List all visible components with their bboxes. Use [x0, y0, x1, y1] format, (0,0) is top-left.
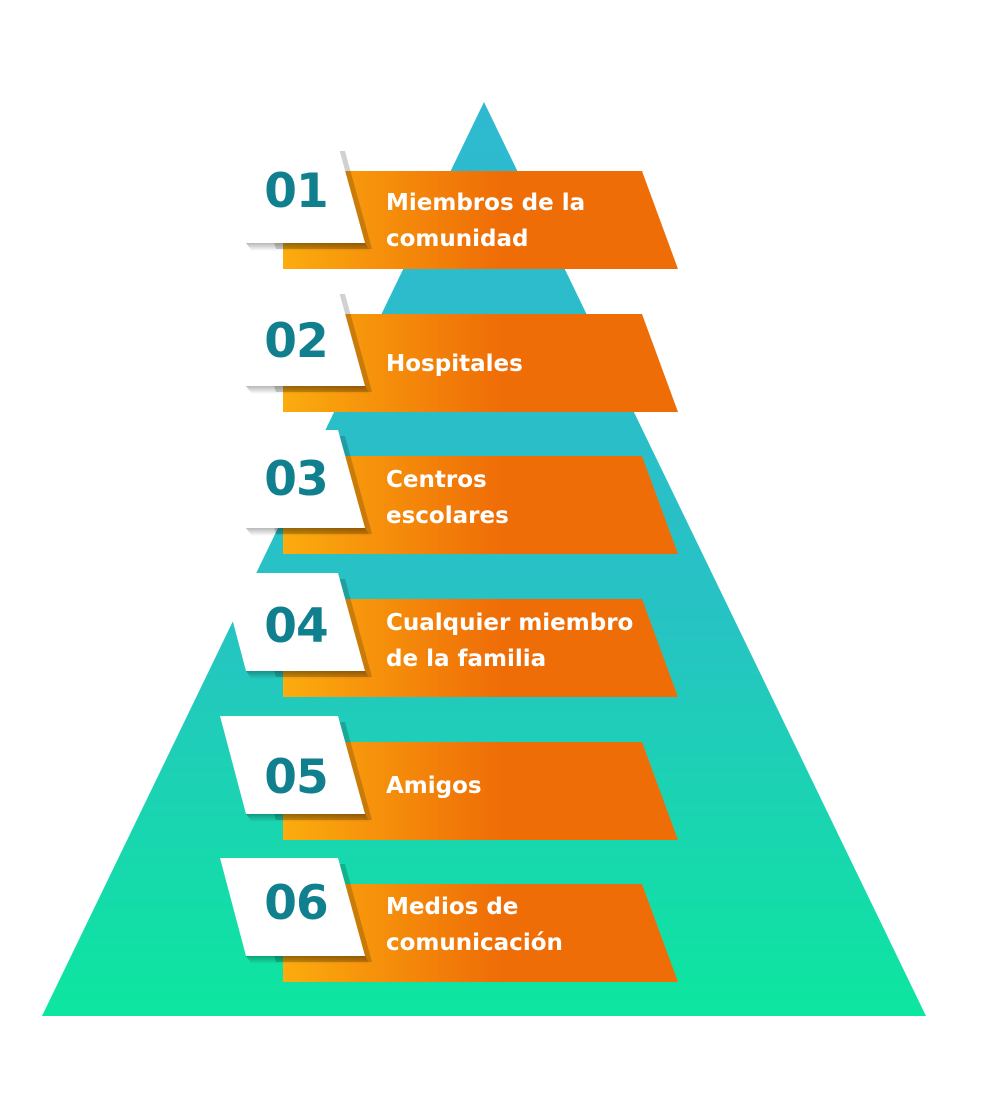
badge-fold-shadow [246, 956, 370, 964]
orange-bar [283, 599, 678, 697]
orange-bar [283, 742, 678, 840]
orange-bar [283, 314, 678, 412]
number-badge [220, 858, 365, 956]
level-number-5: 05 [264, 750, 328, 805]
level-label-4-line1: Cualquier miembro [386, 610, 634, 636]
badge-fold-shadow [246, 671, 370, 679]
level-label-4: Cualquier miembro de la familia [386, 605, 656, 677]
level-banner-3 [220, 430, 678, 554]
orange-bar [283, 171, 678, 269]
level-label-3: Centros escolares [386, 462, 656, 534]
level-banner-1 [220, 145, 678, 269]
level-label-2-line1: Hospitales [386, 351, 523, 377]
level-label-5: Amigos [386, 768, 656, 804]
number-badge [220, 145, 365, 243]
number-badge [220, 430, 365, 528]
level-row-1: 01 Miembros de la comunidad [0, 145, 981, 275]
level-label-1-line1: Miembros de la [386, 190, 586, 216]
level-row-5: 05 Amigos [0, 716, 981, 846]
level-label-3-line1: Centros [386, 467, 487, 493]
badge-fold-shadow [246, 386, 370, 394]
level-label-1-line2: comunidad [386, 226, 529, 252]
level-label-3-line2: escolares [386, 503, 509, 529]
level-banner-4 [220, 573, 678, 697]
level-row-4: 04 Cualquier miembro de la familia [0, 573, 981, 703]
level-number-2: 02 [264, 314, 328, 369]
badge-fold-shadow [246, 814, 370, 822]
level-label-6: Medios de comunicación [386, 889, 656, 961]
level-banner-5 [220, 716, 678, 840]
level-row-6: 06 Medios de comunicación [0, 858, 981, 988]
level-row-3: 03 Centros escolares [0, 430, 981, 560]
level-banner-6 [220, 858, 678, 982]
number-badge [220, 288, 365, 386]
orange-bar [283, 456, 678, 554]
orange-bar [283, 884, 678, 982]
level-number-6: 06 [264, 876, 328, 931]
level-number-4: 04 [264, 599, 328, 654]
level-label-4-line2: de la familia [386, 646, 547, 672]
level-label-6-line1: Medios de [386, 894, 519, 920]
badge-fold-shadow [246, 528, 370, 536]
level-number-1: 01 [264, 164, 328, 219]
number-badge [220, 716, 365, 814]
level-label-5-line1: Amigos [386, 773, 482, 799]
level-number-3: 03 [264, 452, 328, 507]
level-label-6-line2: comunicación [386, 930, 563, 956]
number-badge [220, 573, 365, 671]
level-label-2: Hospitales [386, 346, 656, 382]
badge-fold-shadow [246, 243, 370, 251]
level-label-1: Miembros de la comunidad [386, 185, 656, 257]
level-row-2: 02 Hospitales [0, 288, 981, 418]
level-banner-2 [220, 288, 678, 412]
